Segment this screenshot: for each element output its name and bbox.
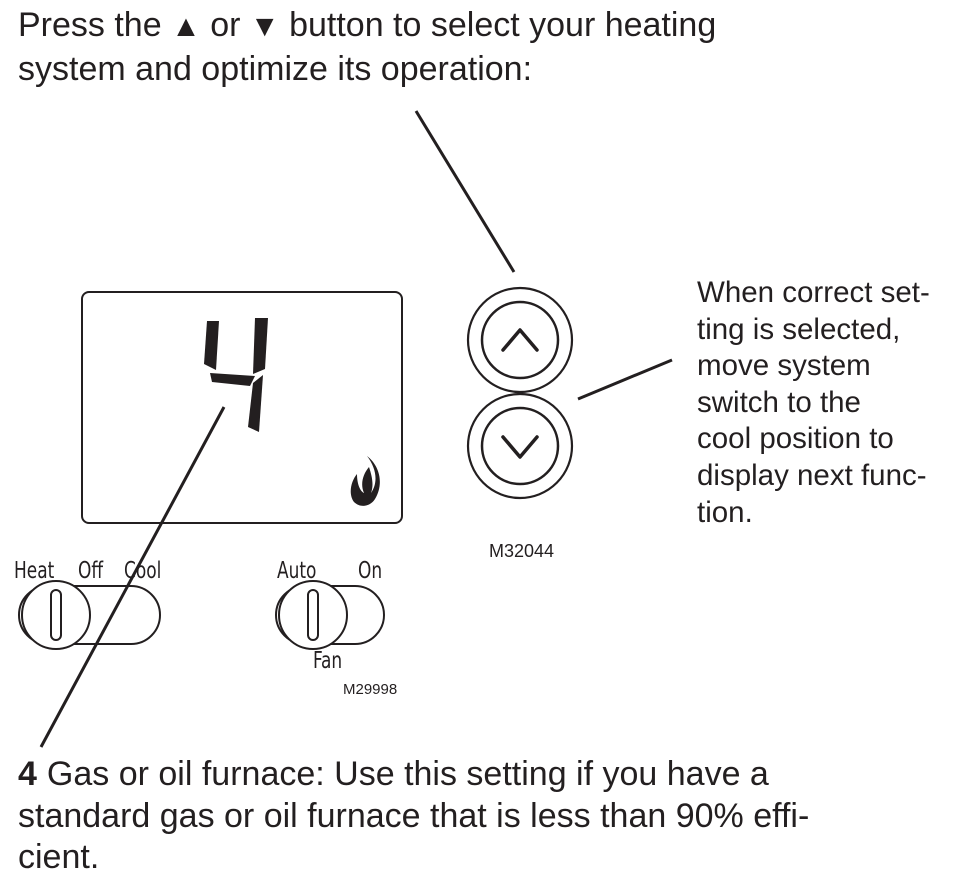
fan-switch-label-on: On [358,558,383,584]
footnote-line: cient. [18,838,100,876]
pointer-line-callout [577,358,673,401]
callout-line: switch to the [697,385,861,419]
callout-line: tion. [697,495,753,529]
footnote-line: standard gas or oil furnace that is less… [18,796,810,835]
system-switch-label-heat: Heat [14,558,55,584]
callout-text: When correct set- ting is selected, move… [697,275,967,531]
figure-code-switches: M29998 [343,681,398,698]
chevron-down-icon [501,435,539,459]
callout-line: move system [697,349,871,383]
pointer-line-heading [414,110,516,273]
flame-icon [350,456,380,506]
instruction-heading: Press the ▲ or ▼ button to select your h… [18,4,958,91]
fan-switch[interactable] [275,580,385,650]
system-switch-label-off: Off [78,558,104,584]
fan-switch-label-auto: Auto [277,558,317,584]
system-switch-label-cool: Cool [124,558,162,584]
lcd-display [81,291,403,524]
up-button[interactable] [466,286,574,394]
chevron-up-icon [501,328,539,352]
heading-line-2: system and optimize its operation: [18,50,533,88]
system-switch[interactable] [18,580,161,650]
figure-code-buttons: M32044 [489,541,555,561]
callout-line: cool position to [697,422,894,456]
down-button[interactable] [466,392,574,500]
heading-line-1: Press the ▲ or ▼ button to select your h… [18,6,717,44]
pointer-line-digit [39,406,226,748]
callout-line: When correct set- [697,276,930,309]
fan-switch-title: Fan [313,648,343,674]
lcd-digit [204,318,268,432]
up-triangle-icon: ▲ [171,10,201,43]
down-triangle-icon: ▼ [249,10,280,43]
callout-line: display next func- [697,458,927,492]
callout-line: ting is selected, [697,312,901,346]
setting-number: 4 [18,755,37,793]
